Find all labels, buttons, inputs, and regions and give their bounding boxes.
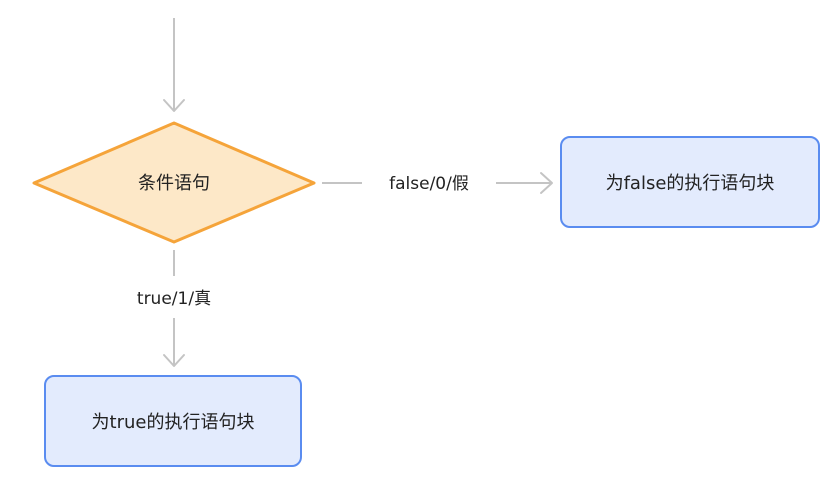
false-edge-label: false/0/假 [389,174,469,194]
entry-connector [163,18,185,112]
decision-node[interactable]: 条件语句 [32,121,316,244]
false-block-label: 为false的执行语句块 [606,173,775,194]
true-block-node[interactable]: 为true的执行语句块 [44,375,302,467]
decision-label: 条件语句 [138,173,210,194]
false-block-box [560,136,820,228]
true-edge-label: true/1/真 [137,289,211,309]
true-block-box [44,375,302,467]
false-connector: false/0/假 [322,172,553,194]
false-block-node[interactable]: 为false的执行语句块 [560,136,820,228]
decision-diamond [32,121,316,244]
true-block-label: 为true的执行语句块 [92,412,255,433]
true-connector: true/1/真 [137,250,211,367]
